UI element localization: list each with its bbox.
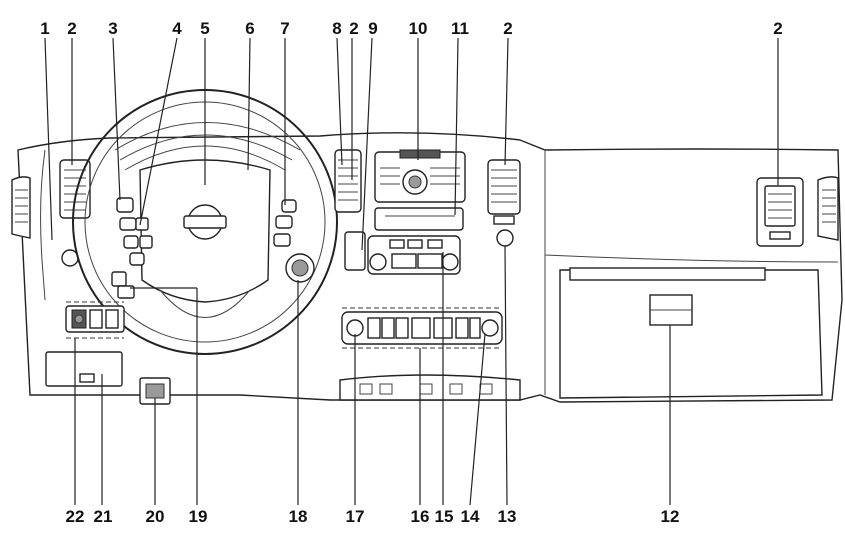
callout-1: 1 [40, 19, 49, 38]
callout-2: 2 [503, 19, 512, 38]
callout-22: 22 [66, 507, 85, 526]
passenger-side-vent [756, 177, 804, 247]
right-center-vent [487, 159, 521, 247]
callout-3: 3 [108, 19, 117, 38]
callout-21: 21 [94, 507, 113, 526]
callout-10: 10 [409, 19, 428, 38]
callout-2: 2 [67, 19, 76, 38]
callout-2: 2 [349, 19, 358, 38]
callout-14: 14 [461, 507, 480, 526]
right-side-vent [817, 176, 839, 241]
callout-2: 2 [773, 19, 782, 38]
callout-17: 17 [346, 507, 365, 526]
glovebox-lip [569, 267, 766, 281]
left-side-vent [11, 176, 31, 239]
lower-left-switches [45, 301, 171, 405]
callout-11: 11 [451, 19, 469, 38]
callout-16: 16 [411, 507, 430, 526]
callout-18: 18 [289, 507, 308, 526]
callout-9: 9 [368, 19, 377, 38]
passenger-airbag-indicator [496, 229, 514, 247]
callout-19: 19 [189, 507, 208, 526]
callout-12: 12 [661, 507, 680, 526]
callout-7: 7 [280, 19, 289, 38]
lower-center-switches [339, 307, 521, 401]
callout-13: 13 [498, 507, 517, 526]
leader-lines [44, 37, 779, 506]
callout-5: 5 [200, 19, 209, 38]
callout-20: 20 [146, 507, 165, 526]
callout-4: 4 [172, 19, 182, 38]
ignition [285, 253, 315, 283]
glovebox [559, 269, 823, 399]
callout-6: 6 [245, 19, 254, 38]
callout-8: 8 [332, 19, 341, 38]
callout-labels: 1 2 3 4 5 6 7 8 2 9 10 11 2 2 22 21 20 1… [40, 19, 782, 526]
callout-15: 15 [435, 507, 454, 526]
center-stack [334, 149, 466, 275]
